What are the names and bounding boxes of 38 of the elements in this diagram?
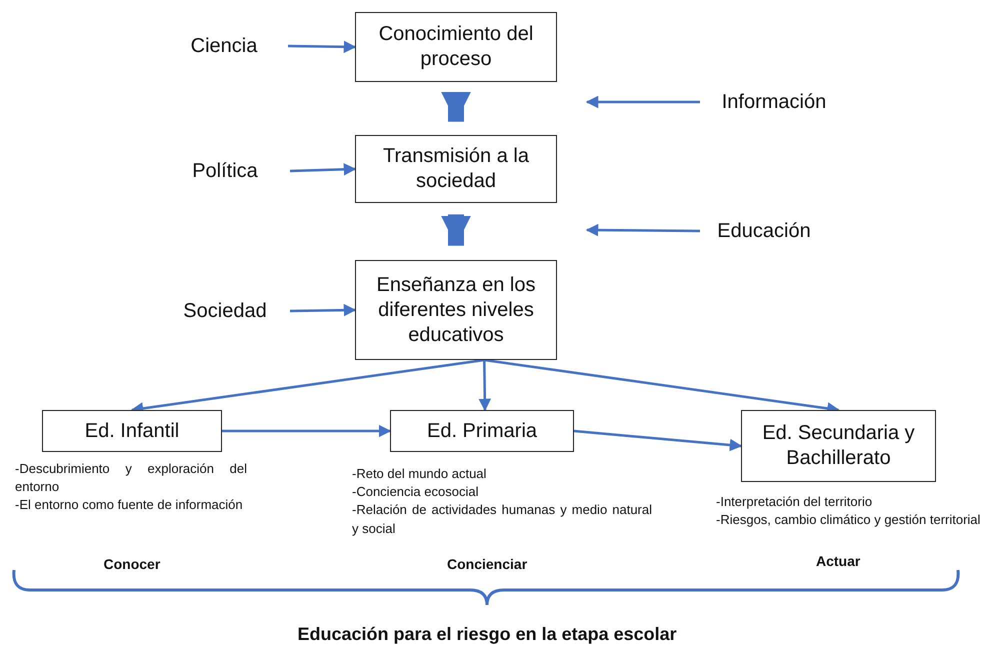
arrow [290, 304, 356, 316]
stage-label: Concienciar [447, 556, 528, 572]
box-label: Ed. Secundaria y Bachillerato [761, 421, 916, 471]
input-label: Información [720, 90, 828, 114]
arrow [290, 163, 356, 176]
input-label: Sociedad [182, 298, 268, 324]
arrow [288, 40, 356, 54]
process-box [42, 410, 222, 452]
arrow [478, 360, 492, 412]
process-box [355, 260, 557, 360]
input-label: Política [191, 158, 259, 184]
process-box [741, 410, 936, 482]
bullet-text: -Interpretación del territorio [716, 493, 874, 511]
arrow [586, 96, 700, 108]
input-label: Educación [716, 218, 812, 244]
block-arrow [441, 92, 471, 122]
arrow [574, 430, 742, 452]
stage-label: Conocer [104, 556, 160, 572]
bullet-text: -El entorno como fuente de información [15, 496, 244, 514]
box-label: Enseñanza en los diferentes niveles educativos [375, 272, 536, 348]
process-box [355, 135, 557, 203]
bullet-text: -Relación de actividades humanas y medio natural y social [352, 501, 652, 538]
block-arrow [441, 214, 471, 246]
box-label: Conocimiento del proceso [378, 22, 534, 72]
arrow [586, 224, 700, 236]
box-label: Ed. Primaria [426, 418, 538, 444]
stage-label: Actuar [816, 553, 860, 569]
bullet-text: -Riesgos, cambio climático y gestión territorial [716, 511, 982, 530]
input-label: Ciencia [190, 34, 258, 58]
box-label: Ed. Infantil [84, 418, 180, 444]
bullet-text: -Conciencia ecosocial [352, 483, 480, 502]
arrow [222, 424, 392, 438]
bullet-text: -Descubrimiento y exploración del entorno [15, 460, 247, 496]
box-label: Transmisión a la sociedad [382, 144, 530, 194]
caption: Educación para el riesgo en la etapa escolar [298, 624, 677, 645]
process-box [355, 12, 557, 82]
process-box [390, 410, 574, 452]
bullet-text: -Reto del mundo actual [352, 465, 488, 483]
